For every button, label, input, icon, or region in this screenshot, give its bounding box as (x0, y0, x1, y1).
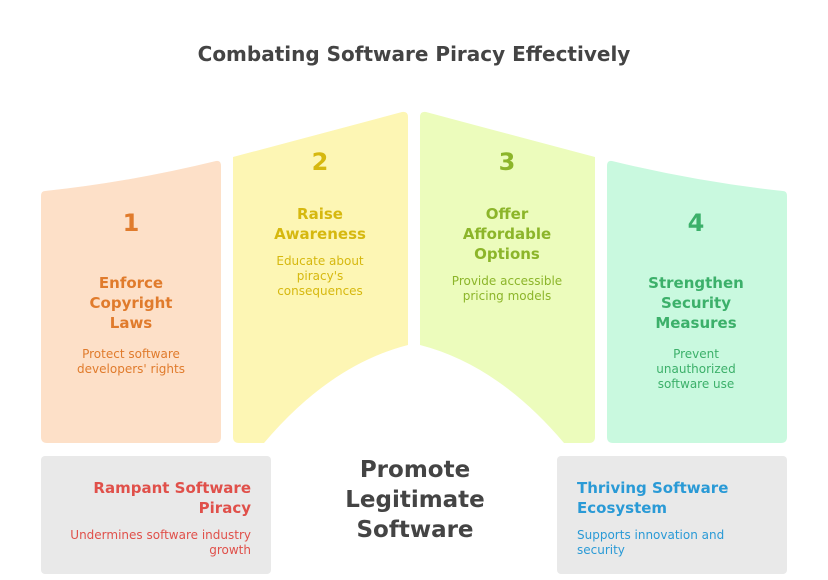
pillar-2-shape (233, 111, 408, 443)
step-4-description: Prevent unauthorized software use (656, 347, 736, 391)
step-2-number: 2 (311, 148, 329, 176)
starting-state-box: Rampant Software Piracy Undermines softw… (41, 456, 271, 574)
step-1: 1 Enforce Copyright Laws Protect softwar… (55, 209, 207, 377)
step-4: 4 Strengthen Security Measures Prevent u… (620, 209, 772, 392)
step-3-heading: Offer Affordable Options (462, 205, 552, 263)
step-2-description: Educate about piracy's consequences (276, 254, 364, 298)
step-2: 2 Raise Awareness Educate about piracy's… (243, 148, 397, 299)
step-4-heading: Strengthen Security Measures (648, 274, 744, 332)
step-4-number: 4 (687, 209, 705, 237)
step-2-heading: Raise Awareness (274, 205, 366, 243)
step-1-heading: Enforce Copyright Laws (89, 274, 173, 332)
end-state-box: Thriving Software Ecosystem Supports inn… (557, 456, 787, 574)
step-3-description: Provide accessible pricing models (451, 274, 563, 303)
step-3: 3 Offer Affordable Options Provide acces… (430, 148, 584, 304)
page-title: Combating Software Piracy Effectively (197, 42, 631, 66)
step-1-number: 1 (122, 209, 140, 237)
step-3-number: 3 (498, 148, 516, 176)
starting-state-description: Undermines software industry growth (70, 528, 251, 557)
pillar-1-shape (41, 160, 221, 443)
central-goal: Promote Legitimate Software (345, 457, 485, 543)
pillar-4-shape (607, 160, 787, 443)
step-1-description: Protect software developers' rights (77, 347, 185, 376)
end-state-description: Supports innovation and security (577, 528, 725, 557)
starting-state-heading: Rampant Software Piracy (93, 479, 251, 517)
end-state-heading: Thriving Software Ecosystem (577, 479, 729, 517)
pillar-3-shape (420, 111, 595, 443)
